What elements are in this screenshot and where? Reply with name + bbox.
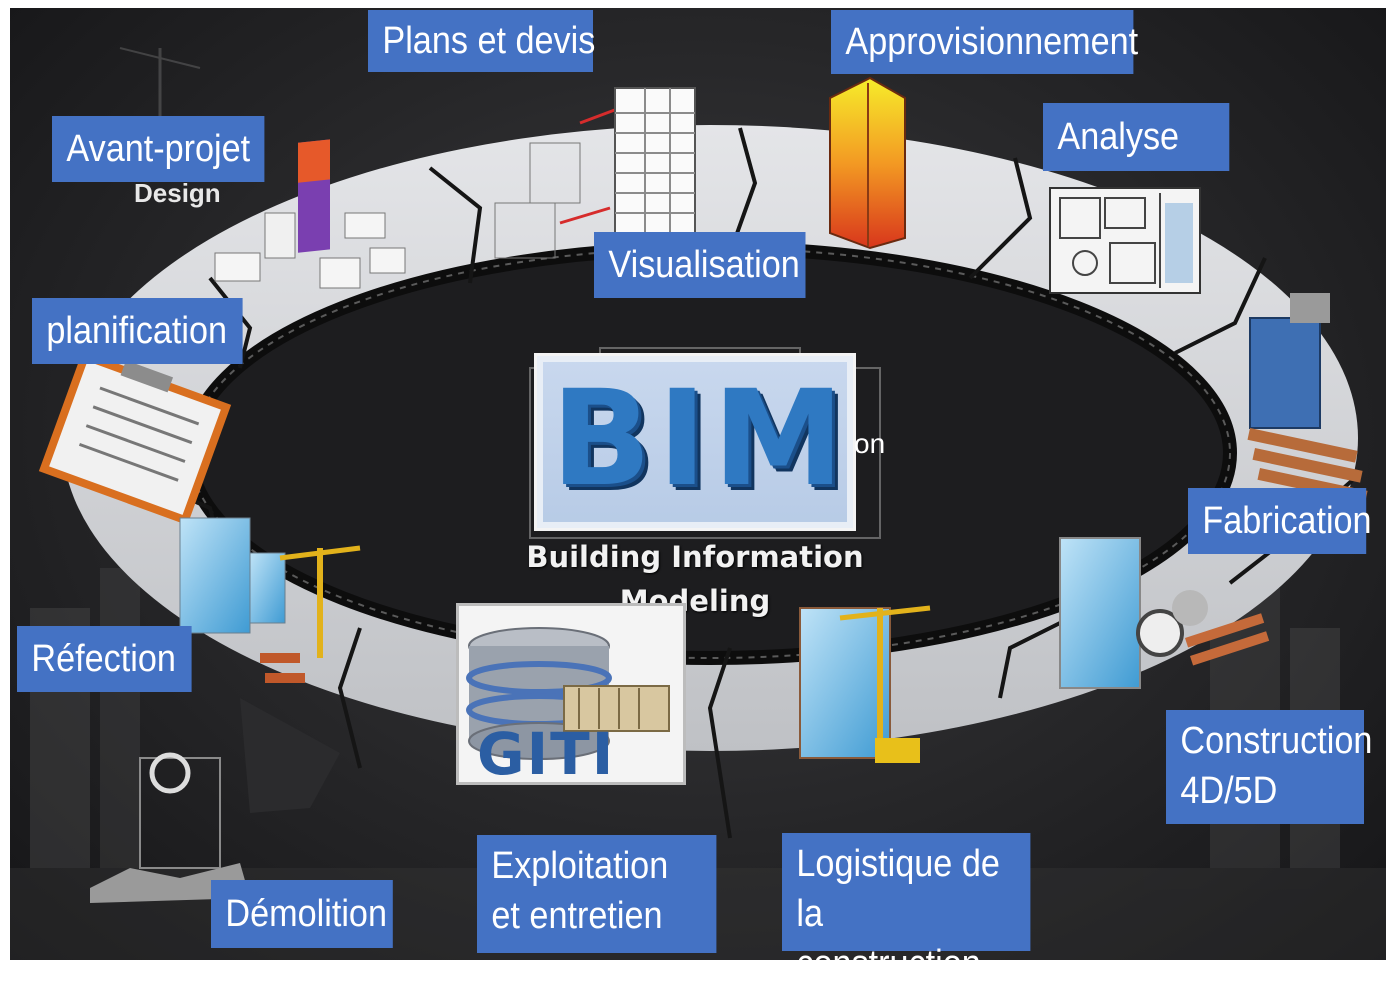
label-plans-et-devis: Plans et devis bbox=[368, 10, 595, 72]
giti-label: GITI bbox=[477, 720, 616, 788]
city-blocks-icon bbox=[214, 139, 406, 289]
thermal-building-icon bbox=[829, 76, 906, 250]
label-construction-4d-5d: Construction 4D/5D bbox=[1166, 710, 1372, 824]
floor-plan-icon bbox=[1049, 187, 1201, 294]
label-planification: planification bbox=[32, 298, 243, 364]
refection-buildings-icon bbox=[179, 517, 286, 634]
design-ghost-text: Design bbox=[134, 178, 221, 208]
label-analyse: Analyse bbox=[1043, 103, 1230, 171]
construction-site-icon bbox=[799, 605, 931, 763]
label-exploitation-et-entretien: Exploitation et entretien bbox=[477, 835, 717, 953]
label-avant-projet: Avant-projet bbox=[52, 116, 265, 182]
tower-crane-icon bbox=[260, 545, 361, 683]
label-logistique-de-la-construction: Logistique de la construction bbox=[782, 833, 1031, 985]
label-approvisionnement: Approvisionnement bbox=[831, 10, 1138, 74]
label-visualisation: Visualisation bbox=[594, 232, 806, 298]
giti-database: GITI bbox=[456, 603, 686, 785]
label-fabrication: Fabrication bbox=[1188, 488, 1372, 554]
clipboard-checklist-icon bbox=[38, 350, 232, 526]
stopwatch-dollar-icon bbox=[1059, 537, 1270, 689]
bim-subtitle: Building Information Modeling bbox=[526, 540, 864, 618]
label-refection: Réfection bbox=[17, 626, 192, 692]
bim-logo: BIM bbox=[534, 353, 856, 531]
database-cabinet-icon bbox=[466, 627, 670, 760]
demolished-building-icon bbox=[90, 752, 250, 903]
bim-logo-text: BIM bbox=[551, 362, 851, 516]
label-demolition: Démolition bbox=[211, 880, 393, 948]
center-partial-text: on bbox=[854, 428, 886, 459]
